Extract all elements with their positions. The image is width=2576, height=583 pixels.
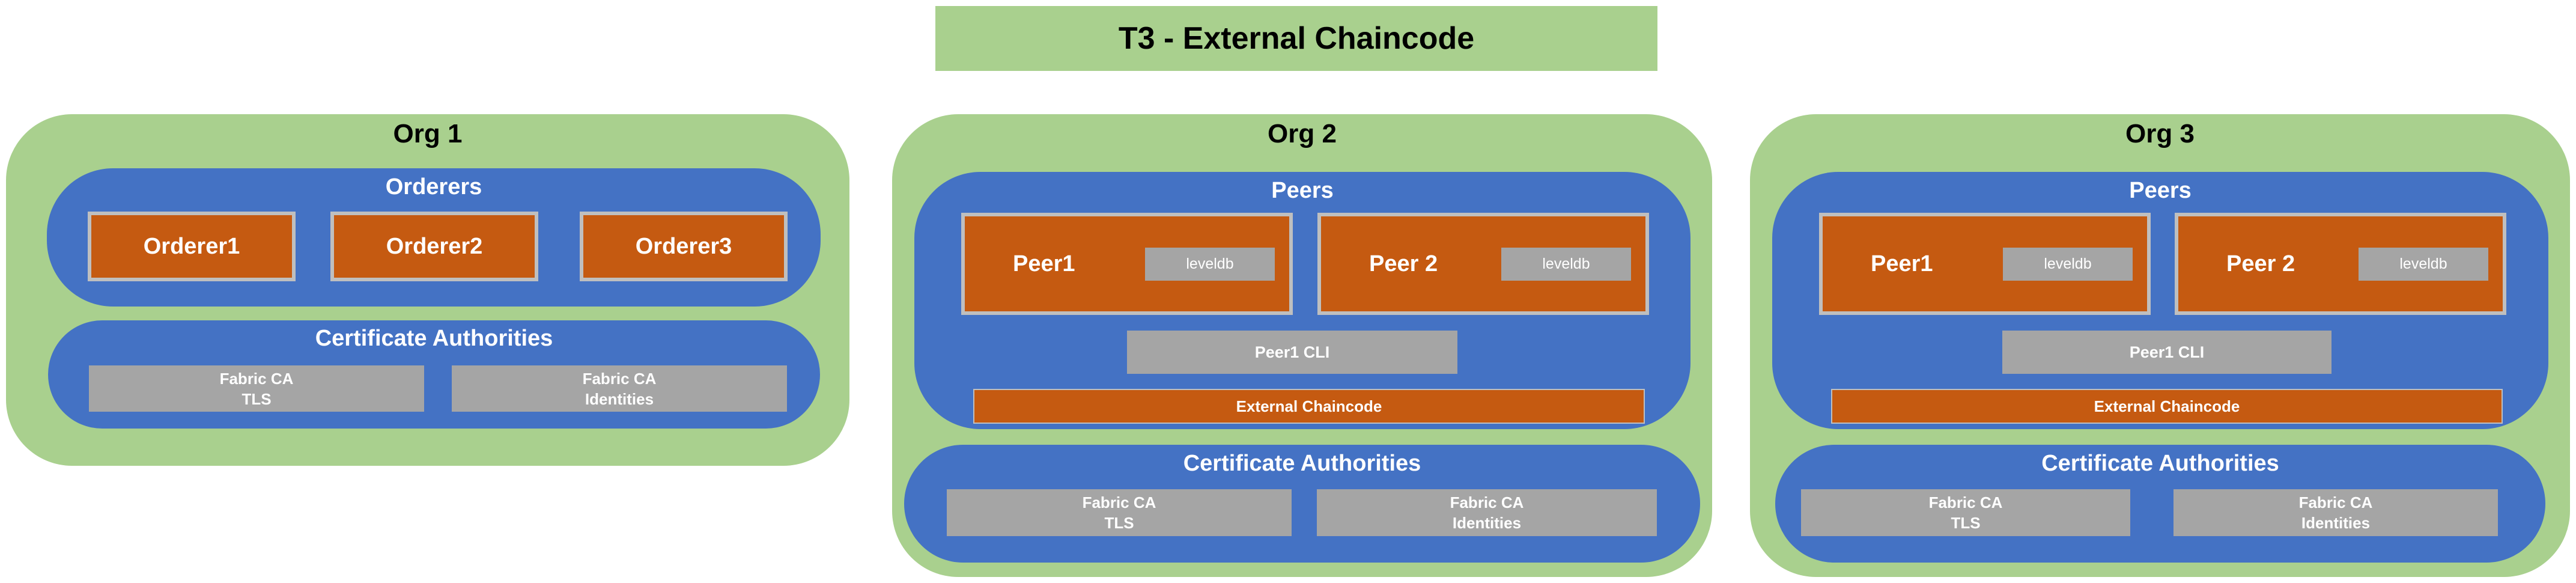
org1-ca-tls-line1: Fabric CA (219, 369, 294, 388)
org2-ca-tls-line1: Fabric CA (1082, 493, 1156, 511)
org1-ca-tls-line2: TLS (242, 389, 272, 408)
org3-peer1-leveldb: leveldb (2003, 248, 2133, 281)
org2-ca-identities-line2: Identities (1452, 514, 1522, 532)
org3-peers-title: Peers (2129, 178, 2192, 203)
org2-peer1-label: Peer1 (1013, 251, 1075, 276)
org1-ca-title: Certificate Authorities (315, 326, 553, 351)
org3-peer1-cli-box: Peer1 CLI (2002, 331, 2331, 374)
org1-ca-tls-box: Fabric CA TLS (89, 365, 424, 412)
org2-ca-identities-line1: Fabric CA (1450, 493, 1524, 511)
org3-peer2-label: Peer 2 (2226, 251, 2295, 276)
org3-external-chaincode-bar: External Chaincode (1831, 389, 2503, 424)
org3-ca-tls-line1: Fabric CA (1928, 493, 2003, 511)
org2-peers-title: Peers (1271, 178, 1334, 203)
org2-ca-title: Certificate Authorities (1183, 451, 1421, 476)
org3-ca-tls-line2: TLS (1951, 514, 1981, 532)
org1-title: Org 1 (393, 119, 463, 148)
org3-ca-identities-box: Fabric CA Identities (2174, 489, 2498, 536)
org3-peer1-label: Peer1 (1871, 251, 1933, 276)
orderer2-label: Orderer2 (386, 233, 483, 259)
org1-ca-identities-line2: Identities (585, 389, 654, 408)
org2-peer2-leveldb: leveldb (1501, 248, 1631, 281)
org1-orderers-title: Orderers (385, 174, 482, 200)
org2-peer1-box: Peer1 leveldb (961, 213, 1293, 315)
org2-ca-identities-box: Fabric CA Identities (1317, 489, 1657, 536)
org3-ca-identities-line1: Fabric CA (2298, 493, 2373, 511)
org3-peer2-box: Peer 2 leveldb (2175, 213, 2506, 315)
org2-peer2-label: Peer 2 (1369, 251, 1438, 276)
org3-peer2-leveldb: leveldb (2359, 248, 2488, 281)
orderer3-box: Orderer3 (580, 212, 788, 281)
org1-ca-identities-line1: Fabric CA (582, 369, 657, 388)
org2-peer1-cli-box: Peer1 CLI (1127, 331, 1457, 374)
orderer3-label: Orderer3 (635, 233, 732, 259)
orderer1-box: Orderer1 (88, 212, 296, 281)
orderer1-label: Orderer1 (143, 233, 240, 259)
orderer2-box: Orderer2 (330, 212, 538, 281)
org2-external-chaincode-bar: External Chaincode (973, 389, 1645, 424)
org1-ca-identities-box: Fabric CA Identities (452, 365, 787, 412)
org3-peer1-box: Peer1 leveldb (1819, 213, 2151, 315)
org3-title: Org 3 (2125, 119, 2195, 148)
org3-ca-title: Certificate Authorities (2041, 451, 2279, 476)
org2-peer1-leveldb: leveldb (1145, 248, 1275, 281)
diagram-title: T3 - External Chaincode (935, 6, 1657, 71)
org2-peer2-box: Peer 2 leveldb (1317, 213, 1649, 315)
org2-ca-tls-box: Fabric CA TLS (947, 489, 1292, 536)
org2-ca-tls-line2: TLS (1104, 514, 1134, 532)
org3-ca-tls-box: Fabric CA TLS (1801, 489, 2130, 536)
org2-title: Org 2 (1268, 119, 1337, 148)
org3-ca-identities-line2: Identities (2301, 514, 2371, 532)
